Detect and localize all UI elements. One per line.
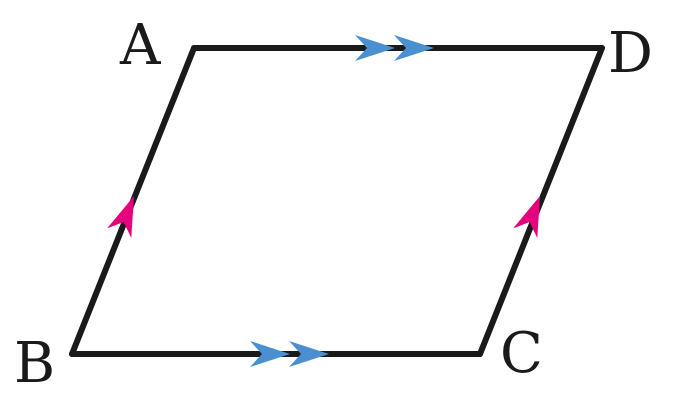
vertex-label-b: B xyxy=(14,331,55,396)
vertex-label-a: A xyxy=(119,13,161,78)
arrow-icon-bc-2 xyxy=(289,341,329,367)
arrow-icon-ad-1 xyxy=(355,35,395,61)
vertex-label-d: D xyxy=(608,21,653,86)
parallelogram-edges xyxy=(69,45,605,357)
arrow-icon-ba-1 xyxy=(107,196,134,238)
arrow-icon-bc-1 xyxy=(250,341,290,367)
parallel-markers xyxy=(107,35,540,367)
edge-cd xyxy=(477,45,605,357)
arrow-icon-ad-2 xyxy=(394,35,434,61)
vertex-label-c: C xyxy=(500,321,543,386)
arrow-icon-cd-1 xyxy=(513,196,540,238)
